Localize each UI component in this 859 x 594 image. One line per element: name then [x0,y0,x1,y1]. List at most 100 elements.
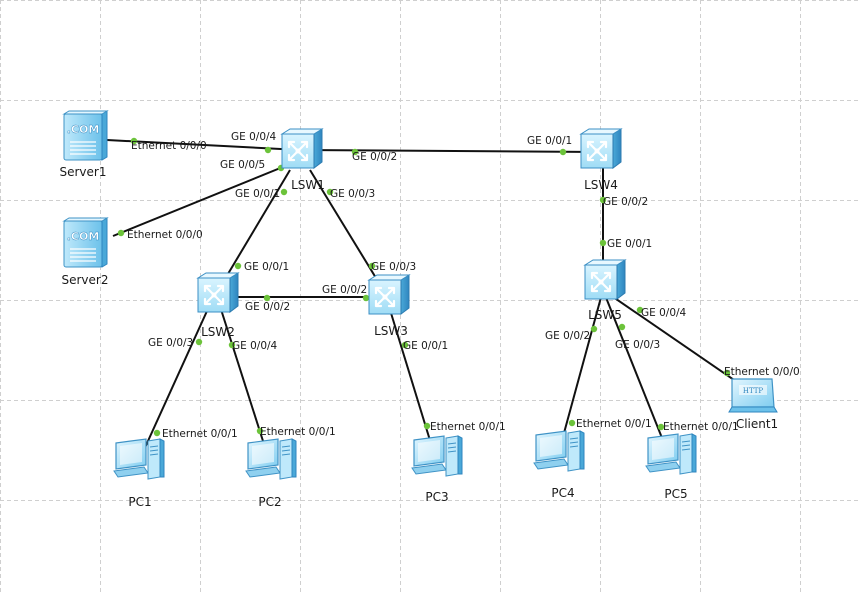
port-label: GE 0/0/2 [603,196,648,208]
port-dot [280,188,288,196]
port-label: Ethernet 0/0/0 [131,140,207,152]
port-label: GE 0/0/2 [545,330,590,342]
port-dot [568,419,576,427]
switch-icon [367,274,411,315]
port-label: GE 0/0/3 [148,337,193,349]
port-dot [351,148,359,156]
device-server2[interactable]: .COM Server2 [62,217,109,287]
port-label: GE 0/0/4 [232,340,278,352]
device-pc1[interactable]: PC1 [113,438,165,509]
pc-icon [113,438,165,480]
switch-icon [583,259,627,300]
link-lsw3-pc3[interactable] [386,299,437,461]
port-dot [153,429,161,437]
device-label: Client1 [736,417,778,431]
pc-icon [533,430,585,472]
port-dot [636,306,644,314]
port-label: Ethernet 0/0/1 [162,428,238,440]
port-dot [590,325,598,333]
device-pc5[interactable]: PC5 [645,433,697,501]
port-dot [401,341,409,349]
device-server1[interactable]: .COM Server1 [60,110,109,179]
device-lsw5[interactable]: LSW5 [583,259,627,322]
client-icon: HTTP [728,378,778,413]
link-lsw2-pc2[interactable] [217,299,271,464]
port-dot [657,423,665,431]
pc-icon [645,433,697,475]
port-label: GE 0/0/3 [371,261,416,273]
device-lsw2[interactable]: LSW2 [196,272,240,339]
link-lsw5-pc4[interactable] [557,289,604,456]
device-label: PC2 [258,495,281,509]
pc-icon [245,438,297,480]
port-label: GE 0/0/1 [527,135,572,147]
port-label: GE 0/0/1 [235,188,280,200]
port-dot [326,188,334,196]
port-dot [195,338,203,346]
pc-icon [411,435,463,477]
port-label: Ethernet 0/0/0 [724,366,800,378]
port-dot [264,146,272,154]
device-label: LSW4 [584,178,618,192]
port-dot [723,369,731,377]
switch-icon [579,128,623,169]
switch-icon [196,272,240,313]
device-client1[interactable]: HTTP Client1 [728,378,778,431]
port-dot [618,323,626,331]
port-dot [599,196,607,204]
server-badge: .COM [67,123,100,136]
device-label: Server1 [60,165,107,179]
port-dot-layer [117,137,731,437]
device-lsw4[interactable]: LSW4 [579,128,623,192]
port-dot [256,427,264,435]
port-label: GE 0/0/3 [615,339,660,351]
link-lsw1-lsw4[interactable] [299,149,600,153]
device-lsw1[interactable]: LSW1 [280,128,325,192]
port-label: GE 0/0/2 [245,301,290,313]
port-dot [263,294,271,302]
link-server2-lsw1[interactable] [112,159,301,237]
port-label: GE 0/0/5 [220,159,265,171]
port-label: GE 0/0/4 [641,307,687,319]
port-dot [423,422,431,430]
device-label: PC5 [664,487,687,501]
link-lsw1-lsw3[interactable] [309,169,388,297]
port-dot [130,137,138,145]
port-label: GE 0/0/1 [607,238,652,250]
device-label: PC1 [128,495,151,509]
port-label: GE 0/0/3 [330,188,375,200]
port-label: GE 0/0/1 [403,340,448,352]
device-label: Server2 [62,273,109,287]
port-label: Ethernet 0/0/1 [663,421,739,433]
client-badge: HTTP [743,387,764,395]
link-lsw2-pc1[interactable] [137,299,213,464]
port-label: GE 0/0/1 [244,261,289,273]
device-pc2[interactable]: PC2 [245,438,297,509]
port-dot [362,294,370,302]
port-label: Ethernet 0/0/1 [576,418,652,430]
port-label: Ethernet 0/0/1 [260,426,336,438]
switch-icon [280,128,324,169]
device-pc3[interactable]: PC3 [411,435,463,504]
port-dot [368,262,376,270]
port-label: GE 0/0/2 [322,284,367,296]
device-label: PC3 [425,490,448,504]
link-lsw5-pc5[interactable] [602,289,671,459]
port-dot [117,229,125,237]
device-pc4[interactable]: PC4 [533,430,585,500]
device-label: LSW3 [374,324,408,338]
server-icon: .COM [62,217,109,268]
server-badge: .COM [67,230,100,243]
port-label: GE 0/0/2 [352,151,397,163]
port-dot [228,341,236,349]
port-dot [599,239,607,247]
device-label: LSW1 [291,178,325,192]
port-label: GE 0/0/4 [231,131,277,143]
device-lsw3[interactable]: LSW3 [367,274,411,338]
device-label: LSW5 [588,308,622,322]
port-label: Ethernet 0/0/0 [127,229,203,241]
port-label: Ethernet 0/0/1 [430,421,506,433]
